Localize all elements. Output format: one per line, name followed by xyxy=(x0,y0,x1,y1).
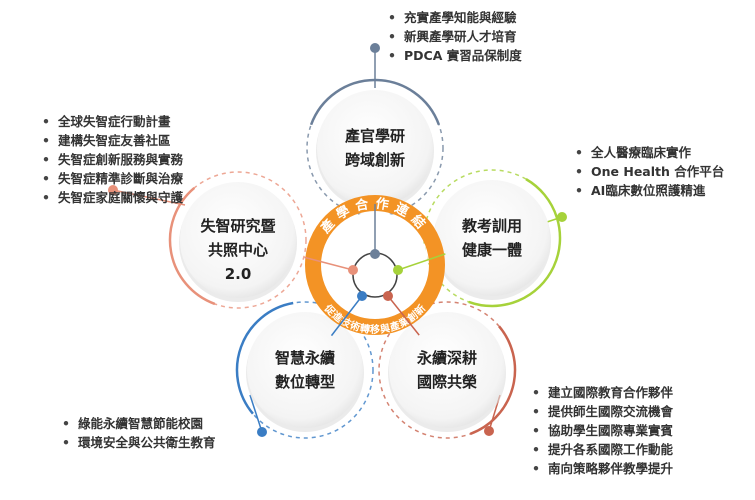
connector-dot-right xyxy=(557,212,567,222)
node-label-line: 跨域創新 xyxy=(344,151,405,169)
accent-arc-bottom-right xyxy=(469,325,517,436)
list-item: 綠能永續智慧節能校園 xyxy=(62,414,216,433)
accent-arc-right xyxy=(468,178,562,308)
node-label-bottom-right: 永續深耕國際共榮 xyxy=(387,346,507,394)
connector-line-bottom-left xyxy=(249,394,263,433)
node-label-bottom-left: 智慧永續數位轉型 xyxy=(245,346,365,394)
node-label-line: 永續深耕 xyxy=(416,349,477,367)
list-item: 建立國際教育合作夥伴 xyxy=(532,383,673,402)
list-item: One Health 合作平台 xyxy=(575,162,724,181)
hub-spoke-left xyxy=(304,256,354,271)
node-label-right: 教考訓用健康一體 xyxy=(432,214,552,262)
list-item: 失智症家庭關懷與守護 xyxy=(42,188,183,207)
dashed-ring-left xyxy=(169,171,307,309)
list-item: 提升各系國際工作動能 xyxy=(532,440,673,459)
hub-dot-bottom-left xyxy=(357,291,367,301)
node-circle-bottom-right xyxy=(389,312,505,428)
list-item: 全球失智症行動計畫 xyxy=(42,112,183,131)
list-item: 失智症精準診斷與治療 xyxy=(42,169,183,188)
list-item: 新興產學研人才培育 xyxy=(388,27,522,46)
node-label-line: 產官學研 xyxy=(344,127,405,145)
node-label-line: 數位轉型 xyxy=(274,373,335,391)
node-label-line: 共照中心 xyxy=(207,241,268,259)
list-item: 協助學生國際專業實賓 xyxy=(532,421,673,440)
connector-dot-bottom-left xyxy=(257,427,267,437)
node-circle-top xyxy=(317,90,433,206)
item-list-bottom-left: 綠能永續智慧節能校園環境安全與公共衛生教育 xyxy=(62,414,216,452)
list-item: 充實產學知能與經驗 xyxy=(388,8,522,27)
node-label-line: 健康一體 xyxy=(461,241,522,259)
node-label-line: 2.0 xyxy=(224,265,252,283)
hub-dot-bottom-right xyxy=(383,291,393,301)
list-item: 失智症創新服務與實務 xyxy=(42,150,183,169)
list-item: 提供師生國際交流機會 xyxy=(532,402,673,421)
list-item: AI臨床數位照護精進 xyxy=(575,181,724,200)
hub-dot-left xyxy=(348,265,358,275)
node-circle-left xyxy=(180,182,296,298)
item-list-top: 充實產學知能與經驗新興產學研人才培育PDCA 實習品保制度 xyxy=(388,8,522,65)
hub-spoke-right xyxy=(397,253,446,271)
hub-dot-top xyxy=(370,249,380,259)
list-item: 環境安全與公共衛生教育 xyxy=(62,433,216,452)
list-item: 全人醫療臨床實作 xyxy=(575,143,724,162)
center-ring: 產學合作連結 促進技術轉移與產業創新 xyxy=(304,195,446,337)
list-item: 南向策略夥伴教學提升 xyxy=(532,459,673,478)
accent-arc-bottom-left xyxy=(235,301,294,415)
list-item: 建構失智症友善社區 xyxy=(42,131,183,150)
node-label-top: 產官學研跨域創新 xyxy=(315,124,435,172)
dashed-ring-bottom-left xyxy=(236,301,374,439)
hub-spoke-bottom-left xyxy=(330,295,363,337)
node-label-line: 失智研究暨 xyxy=(200,217,276,235)
connector-dot-top xyxy=(370,43,380,53)
node-label-line: 智慧永續 xyxy=(274,349,335,367)
node-circle-bottom-left xyxy=(247,312,363,428)
item-list-bottom-right: 建立國際教育合作夥伴提供師生國際交流機會協助學生國際專業實賓提升各系國際工作動能… xyxy=(532,383,673,478)
item-list-right: 全人醫療臨床實作One Health 合作平台AI臨床數位照護精進 xyxy=(575,143,724,200)
item-list-left: 全球失智症行動計畫建構失智症友善社區失智症創新服務與實務失智症精準診斷與治療失智… xyxy=(42,112,183,207)
hub-spoke-bottom-right xyxy=(387,295,420,336)
node-label-left: 失智研究暨共照中心 2.0 xyxy=(178,214,298,286)
node-label-line: 國際共榮 xyxy=(416,373,477,391)
hub-dot-right xyxy=(393,265,403,275)
connector-dot-bottom-right xyxy=(484,426,494,436)
node-circle-right xyxy=(434,180,550,296)
list-item: PDCA 實習品保制度 xyxy=(388,46,522,65)
node-label-line: 教考訓用 xyxy=(461,217,522,235)
